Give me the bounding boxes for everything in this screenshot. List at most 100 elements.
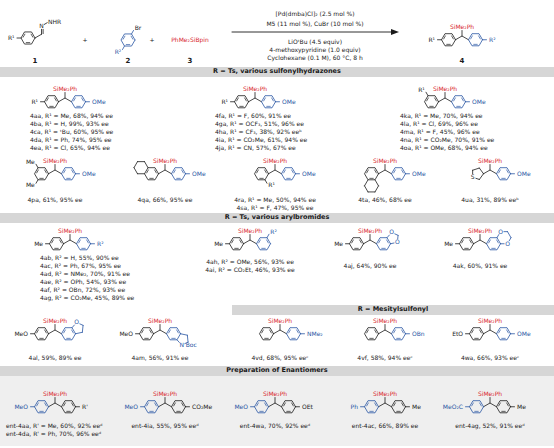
double-bond — [74, 98, 76, 101]
double-bond — [499, 170, 501, 173]
chem-label: SiMe₂Ph — [148, 318, 172, 324]
benzene-ring — [377, 238, 391, 250]
bond-line — [249, 98, 262, 102]
chem-label: ent-4aa, R' = Me, 60%, 92% eeᵈ — [6, 423, 103, 429]
bond-line — [49, 403, 62, 407]
chem-label: Cyclohexane (0.1 M), 60 °C, 8 h — [267, 55, 363, 61]
chem-label: SiMe₂Ph — [238, 228, 262, 234]
double-bond — [272, 98, 274, 101]
double-bond — [270, 330, 272, 333]
double-bond — [260, 178, 264, 179]
chem-label: 4wa, 66%, 93% eeᶜ — [461, 355, 519, 361]
thiophene-ring — [479, 168, 483, 174]
double-bond — [174, 403, 176, 406]
substituent-bond — [466, 101, 470, 102]
molecule — [17, 32, 35, 44]
double-bond — [507, 403, 509, 406]
double-bond — [370, 411, 374, 412]
chem-label: 4ha, R¹ = CF₃, 38%, 92% eeᵇ — [215, 129, 302, 135]
molecule — [255, 165, 300, 184]
benzene-ring — [287, 328, 301, 340]
silyl-bond — [70, 235, 71, 241]
chem-label: SiMe₂Ph — [153, 158, 177, 164]
thiophene-ring — [473, 168, 480, 170]
double-bond — [72, 330, 74, 333]
chem-label: 3 — [188, 58, 193, 65]
molecule — [35, 164, 80, 183]
chem-label: ent-4ia, 55%, 95% eeᵈ — [131, 423, 198, 429]
substituent-bond — [438, 39, 442, 40]
bond-line — [154, 330, 167, 334]
benzene-ring — [72, 96, 86, 108]
chem-label: R¹ — [221, 99, 228, 105]
chem-label: R² — [115, 49, 122, 55]
silyl-bond — [445, 93, 446, 99]
chem-label: 4na, R¹ = CO₂Me, 70%, 91% ee — [400, 137, 494, 143]
fused-ring — [80, 324, 83, 325]
double-bond — [40, 178, 44, 179]
bond-line — [35, 34, 42, 38]
bond-line — [64, 240, 77, 244]
double-bond — [370, 178, 374, 179]
chem-label: 4ah, R² = OMe, 56%, 93% ee — [206, 259, 294, 265]
silyl-bond — [490, 398, 491, 404]
chem-label: Me — [34, 241, 43, 247]
chem-label: 4ta, 46%, 68% ee — [358, 197, 411, 203]
substituent-bond — [186, 406, 190, 407]
chem-label: 4ra, R¹ = Me, 50%, 94% ee — [234, 197, 316, 203]
chem-label: MeO — [14, 331, 28, 337]
chem-label: 4ja, R¹ = CN, 57%, 67% ee — [215, 145, 296, 151]
double-bond — [131, 36, 133, 39]
molecule — [365, 165, 410, 192]
chem-label: O — [74, 319, 79, 325]
molecule — [466, 325, 515, 340]
band-title: R = Ts, various arylbromides — [225, 213, 330, 221]
substituent-bond — [17, 38, 21, 39]
chem-label: SiMe₂Ph — [478, 391, 502, 397]
substituent-bond — [406, 406, 410, 407]
molecule — [365, 325, 410, 340]
bond-line — [244, 240, 257, 244]
silyl-bond — [385, 398, 386, 404]
substituent-bond — [226, 243, 230, 244]
chem-label: 4ae, R² = OPh, 54%, 93% ee — [40, 279, 126, 285]
chem-label: 4ba, R¹ = H, 99%, 93% ee — [30, 121, 109, 127]
silyl-bond — [480, 235, 481, 241]
double-bond — [382, 248, 386, 249]
bond-line — [49, 170, 62, 174]
fused-ring — [387, 235, 389, 238]
benzene-ring — [442, 34, 456, 46]
molecule — [136, 325, 189, 344]
chem-label: OMe — [82, 171, 96, 177]
double-bond — [355, 248, 359, 249]
benzene-ring — [282, 168, 296, 180]
double-bond — [172, 338, 176, 339]
fused-ring — [134, 162, 138, 168]
double-bond — [430, 106, 434, 107]
chem-label: 2 — [126, 58, 131, 65]
double-bond — [497, 240, 499, 243]
double-bond — [55, 248, 59, 249]
double-bond — [462, 240, 464, 243]
fused-ring — [391, 243, 395, 245]
chem-label: SiMe₂Ph — [468, 228, 492, 234]
double-bond — [367, 170, 369, 173]
double-bond — [64, 170, 66, 173]
chem-label: 4oa, R¹ = OMe, 68%, 94% ee — [400, 145, 488, 151]
molecule — [473, 165, 515, 180]
substituent-bond — [296, 173, 300, 174]
section-band: Preparation of Enantiomers — [0, 366, 554, 376]
band-title: R = Mesitylsulfonyl — [358, 305, 429, 313]
benzene-ring — [21, 32, 35, 44]
double-bond — [232, 240, 234, 243]
silyl-bond — [462, 31, 463, 37]
thiophene-ring — [476, 178, 479, 179]
substituent-bond — [466, 333, 470, 334]
double-bond — [472, 403, 474, 406]
fused-ring — [365, 186, 369, 192]
substituent-bond — [36, 164, 38, 167]
benzene-ring — [262, 96, 276, 108]
chem-label: ent-4ag, 52%, 91% eeᵈ — [455, 423, 524, 429]
double-bond — [240, 240, 242, 243]
chem-label: 4sa, R¹ = F, 47%, 95% ee — [237, 205, 314, 211]
